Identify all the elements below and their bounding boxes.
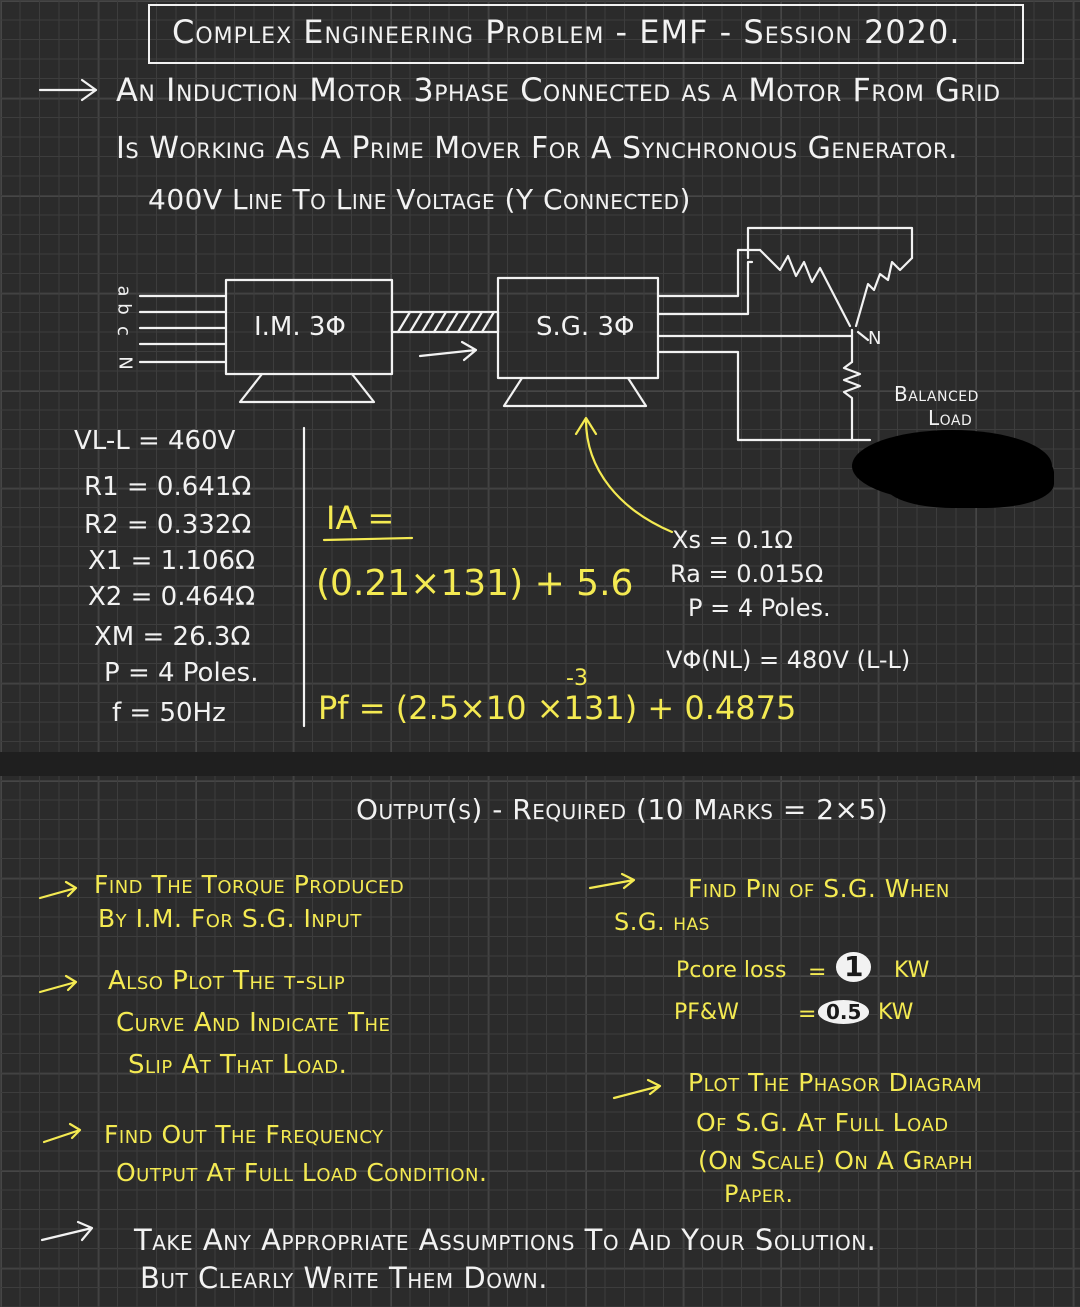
task-1-line-1: Find The Torque Produced [94, 870, 405, 899]
arrow-icon [612, 1078, 662, 1100]
task-1-line-2: By I.M. For S.G. Input [98, 904, 362, 933]
im-label: I.M. 3Φ [254, 312, 346, 342]
sg-param-ra: Ra = 0.015Ω [670, 560, 824, 588]
task-4-pfw-unit: KW [878, 1000, 914, 1025]
im-param-xm: XM = 26.3Ω [94, 622, 251, 652]
redaction-mark [884, 448, 1054, 508]
ia-label: IA = [326, 499, 395, 537]
footer-line-2: But Clearly Write Them Down. [140, 1261, 548, 1295]
task-2-line-3: Slip At That Load. [128, 1050, 348, 1080]
sg-param-xs: Xs = 0.1Ω [672, 526, 793, 554]
task-2-line-2: Curve And Indicate The [116, 1008, 391, 1038]
statement-line-1: An Induction Motor 3phase Connected as a… [116, 71, 1001, 109]
task-3-line-1: Find Out The Frequency [104, 1120, 384, 1149]
rotation-arrow-icon [418, 340, 478, 362]
sg-label: S.G. 3Φ [536, 312, 635, 342]
resistor-icon [854, 256, 914, 328]
statement-line-2: Is Working As A Prime Mover For A Synchr… [116, 131, 959, 166]
task-5-line-1: Plot The Phasor Diagram [688, 1068, 983, 1097]
task-4-pfw-label: PF&W [674, 1000, 739, 1025]
arrow-icon [38, 974, 78, 994]
sg-base [502, 376, 648, 408]
load-label-2: Load [928, 406, 973, 430]
task-4-pcore-eq: = [808, 960, 827, 985]
task-5-line-2: Of S.G. At Full Load [696, 1108, 949, 1137]
task-4-pfw-eq: = [798, 1002, 817, 1027]
task-5-line-3: (On Scale) On A Graph [698, 1146, 974, 1175]
pf-formula: Pf = (2.5×10 ×131) + 0.4875 [318, 689, 797, 727]
pf-exponent: -3 [566, 666, 588, 691]
task-4-pcore-unit: KW [894, 958, 930, 983]
shaft-hatching [396, 310, 496, 334]
task-4-pfw-value: 0.5 [818, 1000, 870, 1024]
im-param-x2: X2 = 0.464Ω [88, 582, 255, 612]
task-4-pcore-value: 1 [836, 952, 872, 982]
phase-lines [138, 294, 228, 364]
im-param-r1: R1 = 0.641Ω [84, 472, 252, 502]
section-divider [0, 752, 1080, 776]
resistor-icon [758, 248, 852, 328]
pointer-arrow-icon [574, 416, 674, 534]
neutral-label: N [868, 328, 882, 349]
load-label-1: Balanced [894, 382, 979, 406]
task-4-line-2: S.G. has [614, 908, 710, 936]
ia-formula: (0.21×131) + 5.6 [316, 563, 634, 604]
sg-param-poles: P = 4 Poles. [688, 594, 831, 622]
im-param-vll: VL-L = 460V [74, 426, 236, 456]
arrow-icon [42, 1122, 82, 1144]
arrow-icon [38, 880, 78, 900]
im-param-poles: P = 4 Poles. [104, 658, 259, 688]
task-2-line-1: Also Plot The τ-slip [108, 966, 346, 996]
im-param-x1: X1 = 1.106Ω [88, 546, 255, 576]
task-5-line-4: Paper. [724, 1180, 794, 1208]
arrow-icon [38, 78, 98, 102]
resistor-icon [842, 360, 862, 442]
title-box [148, 4, 1024, 64]
sg-param-vphi: VΦ(NL) = 480V (L-L) [666, 646, 911, 674]
arrow-icon [40, 1220, 94, 1242]
sg-box [496, 276, 660, 380]
footer-line-1: Take Any Appropriate Assumptions To Aid … [134, 1223, 877, 1257]
task-4-line-1: Find Pin of S.G. When [688, 874, 950, 903]
im-param-r2: R2 = 0.332Ω [84, 510, 252, 540]
im-param-freq: f = 50Hz [112, 698, 226, 728]
output-heading: Output(s) - Required (10 Marks = 2×5) [356, 793, 889, 826]
arrow-icon [588, 872, 636, 890]
page-title: Complex Engineering Problem - EMF - Sess… [172, 13, 961, 51]
task-3-line-2: Output At Full Load Condition. [116, 1158, 488, 1187]
statement-line-3: 400V Line To Line Voltage (Y Connected) [148, 183, 691, 216]
im-base [238, 372, 376, 404]
task-4-pcore-label: Pcore loss [676, 958, 787, 983]
